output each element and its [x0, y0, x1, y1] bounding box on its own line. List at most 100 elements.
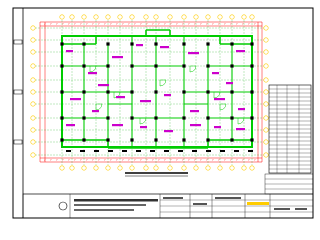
structural-column	[130, 90, 134, 94]
axis-bubble	[217, 14, 223, 20]
dimension-tick	[229, 158, 232, 161]
dimension-tick	[133, 22, 136, 25]
binding-box	[13, 39, 23, 45]
room-annotation	[136, 44, 143, 47]
structural-column	[154, 42, 158, 46]
structural-column	[82, 90, 86, 94]
axis-bubble	[81, 165, 87, 171]
dimension-tick	[175, 22, 178, 25]
axis-bubble	[263, 89, 269, 95]
axis-bubble	[263, 139, 269, 145]
axis-bubble	[81, 14, 87, 20]
axis-bubble	[153, 165, 159, 171]
structural-column	[182, 42, 186, 46]
axis-bubble	[263, 127, 269, 133]
dimension-tick	[49, 22, 52, 25]
room-annotation	[98, 84, 109, 87]
axis-bubble	[143, 14, 149, 20]
dimension-tick	[109, 158, 112, 161]
floor-plan	[30, 14, 269, 171]
window-marker	[136, 150, 141, 152]
structural-column	[182, 116, 186, 120]
door-swing	[89, 65, 97, 73]
door-swing	[189, 65, 197, 73]
room-annotation	[66, 50, 73, 53]
structural-column	[106, 138, 110, 142]
axis-bubble	[205, 165, 211, 171]
dimension-tick	[91, 22, 94, 25]
dimension-tick	[169, 158, 172, 161]
dimension-tick	[73, 22, 76, 25]
door-swing	[159, 79, 167, 87]
structural-column	[154, 138, 158, 142]
axis-bubble	[263, 63, 269, 69]
room-annotation	[92, 110, 99, 113]
dimension-tick	[235, 22, 238, 25]
axis-bubble	[167, 165, 173, 171]
structural-column	[106, 116, 110, 120]
axis-bubble	[263, 115, 269, 121]
dimension-tick	[211, 158, 214, 161]
room-annotation	[238, 108, 245, 111]
structural-column	[60, 138, 64, 142]
structural-column	[130, 138, 134, 142]
room-annotation	[214, 126, 221, 129]
door-swing	[95, 103, 103, 111]
dimension-tick	[55, 158, 58, 161]
room-annotation	[88, 72, 97, 75]
structural-column	[106, 64, 110, 68]
structural-column	[250, 138, 254, 142]
axis-bubble	[129, 14, 135, 20]
dimension-tick	[163, 158, 166, 161]
dimension-tick	[157, 158, 160, 161]
dimension-tick	[115, 22, 118, 25]
structural-column	[60, 64, 64, 68]
axis-bubble	[241, 14, 247, 20]
dimension-tick	[145, 158, 148, 161]
binding-box	[13, 139, 23, 145]
dimension-tick	[211, 22, 214, 25]
dimension-tick	[61, 22, 64, 25]
axis-bubble	[229, 165, 235, 171]
room-annotation	[188, 52, 199, 55]
room-annotation	[160, 46, 169, 49]
structural-column	[230, 116, 234, 120]
dimension-tick	[91, 158, 94, 161]
dimension-tick	[223, 22, 226, 25]
highlight-cell	[247, 202, 269, 205]
dimension-tick	[121, 22, 124, 25]
dimension-tick	[253, 22, 256, 25]
axis-bubble	[93, 165, 99, 171]
dimension-tick	[193, 158, 196, 161]
dimension-tick	[163, 22, 166, 25]
window-marker	[164, 150, 169, 152]
structural-column	[60, 90, 64, 94]
room-annotation	[116, 96, 125, 99]
project-title-text	[74, 199, 158, 202]
axis-bubble	[93, 14, 99, 20]
binding-box	[13, 89, 23, 95]
dimension-tick	[199, 22, 202, 25]
structural-column	[106, 90, 110, 94]
cad-drawing-viewer	[12, 7, 314, 219]
axis-bubble	[263, 152, 269, 158]
room-annotation	[164, 130, 173, 133]
drawing-sheet	[12, 7, 314, 219]
firm-logo	[58, 201, 68, 211]
structural-column	[206, 90, 210, 94]
dimension-tick	[73, 158, 76, 161]
structural-column	[206, 116, 210, 120]
dimension-tick	[199, 158, 202, 161]
axis-bubble	[249, 165, 255, 171]
dimension-tick	[43, 158, 46, 161]
dimension-tick	[229, 22, 232, 25]
dimension-tick	[109, 22, 112, 25]
structural-column	[82, 138, 86, 142]
room-annotation	[214, 98, 225, 101]
axis-bubble	[153, 14, 159, 20]
structural-column	[182, 64, 186, 68]
dimension-tick	[223, 158, 226, 161]
dimension-tick	[121, 158, 124, 161]
room-annotation	[112, 56, 123, 59]
dimension-tick	[145, 22, 148, 25]
